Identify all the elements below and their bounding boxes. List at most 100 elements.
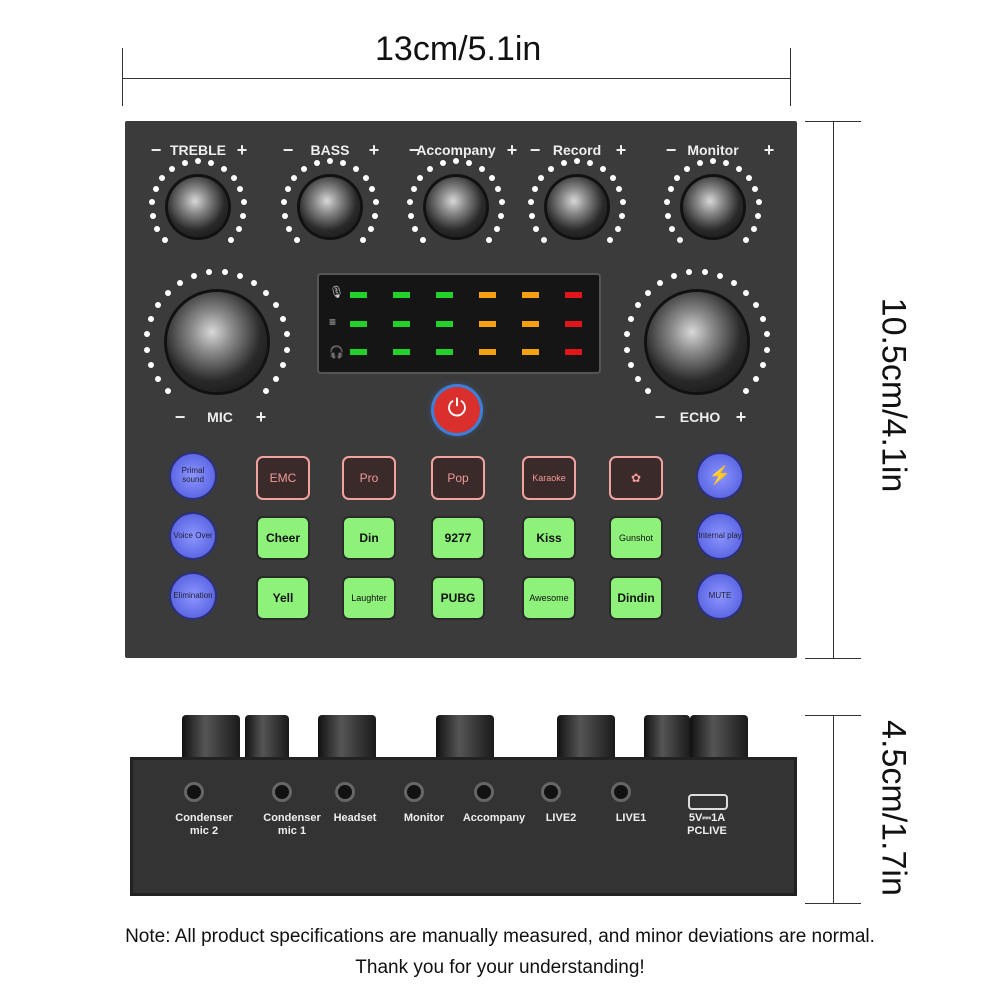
knob-level-dot — [291, 174, 298, 181]
knob-level-dot — [752, 186, 759, 193]
knob-level-dot — [644, 289, 651, 296]
knob-level-dot — [574, 158, 580, 164]
mode-button[interactable]: MUTE — [698, 574, 742, 618]
knob-level-dot — [427, 165, 434, 172]
effect-button-dindin[interactable]: Dindin — [609, 576, 663, 620]
usb-port — [688, 794, 728, 810]
knob-level-dot — [684, 165, 691, 172]
effect-button-pop[interactable]: Pop — [431, 456, 485, 500]
knob-record[interactable] — [547, 177, 607, 237]
knob-side — [318, 715, 376, 760]
port-label: Condenser — [175, 812, 233, 824]
knob-level-dot — [144, 331, 151, 338]
dimension-tick — [790, 48, 791, 106]
plus-sign: + — [506, 140, 518, 160]
knob-level-dot — [619, 212, 626, 219]
effect-button-[interactable]: ✿ — [609, 456, 663, 500]
port-label: mic 1 — [277, 825, 307, 837]
mode-button[interactable]: Internal play — [698, 514, 742, 558]
effect-button-9277[interactable]: 9277 — [431, 516, 485, 560]
knob-label: TREBLE — [170, 142, 226, 158]
knob-level-dot — [340, 159, 347, 166]
effect-button-pro[interactable]: Pro — [342, 456, 396, 500]
effect-button-cheer[interactable]: Cheer — [256, 516, 310, 560]
knob-level-dot — [237, 186, 244, 193]
effect-button-laughter[interactable]: Laughter — [342, 576, 396, 620]
knob-level-dot — [560, 159, 567, 166]
knob-level-dot — [263, 289, 270, 296]
knob-level-dot — [237, 272, 244, 279]
effect-button-emc[interactable]: EMC — [256, 456, 310, 500]
knob-level-dot — [528, 199, 535, 206]
level-meter-segment — [565, 349, 582, 355]
level-meter-segment — [522, 349, 539, 355]
knob-label: MIC — [207, 409, 233, 425]
knob-level-dot — [220, 165, 227, 172]
knob-level-dot — [159, 174, 166, 181]
knob-level-dot — [528, 212, 535, 219]
effect-button-gunshot[interactable]: Gunshot — [609, 516, 663, 560]
knob-level-dot — [176, 279, 183, 286]
audio-jack — [184, 782, 204, 802]
knob-level-dot — [147, 362, 154, 369]
effect-button-yell[interactable]: Yell — [256, 576, 310, 620]
knob-level-dot — [493, 225, 500, 232]
knob-level-dot — [164, 289, 171, 296]
knob-level-dot — [313, 159, 320, 166]
port-label: LIVE1 — [615, 812, 647, 824]
knob-level-dot — [164, 388, 171, 395]
audio-jack — [541, 782, 561, 802]
knob-level-dot — [674, 174, 681, 181]
knob-level-dot — [743, 388, 750, 395]
port-label: 5V⎓1A — [688, 812, 726, 824]
knob-level-dot — [686, 269, 693, 276]
knob-monitor[interactable] — [683, 177, 743, 237]
audio-jack — [611, 782, 631, 802]
effect-button-karaoke[interactable]: Karaoke — [522, 456, 576, 500]
knob-level-dot — [644, 388, 651, 395]
depth-label: 4.5cm/1.7in — [874, 720, 913, 896]
knob-treble[interactable] — [168, 177, 228, 237]
mode-button[interactable]: Elimination — [171, 574, 215, 618]
knob-mic[interactable] — [167, 292, 267, 392]
effect-button-pubg[interactable]: PUBG — [431, 576, 485, 620]
port-label: PCLIVE — [687, 825, 727, 837]
minus-sign: − — [529, 140, 541, 160]
knob-level-dot — [670, 272, 677, 279]
knob-level-dot — [624, 346, 631, 353]
knob-level-dot — [750, 225, 757, 232]
knob-level-dot — [667, 186, 674, 193]
knob-level-dot — [190, 272, 197, 279]
headphone-icon: 🎧 — [329, 345, 344, 359]
knob-level-dot — [407, 199, 414, 206]
audio-jack — [272, 782, 292, 802]
mode-button[interactable]: Voice Over — [171, 514, 215, 558]
level-meter-segment — [393, 321, 410, 327]
mode-button[interactable]: Primal sound — [171, 454, 215, 498]
knob-level-dot — [147, 315, 154, 322]
knob-label: Monitor — [687, 142, 739, 158]
minus-sign: − — [282, 140, 294, 160]
effect-button-awesome[interactable]: Awesome — [522, 576, 576, 620]
knob-accompany[interactable] — [426, 177, 486, 237]
effect-button-din[interactable]: Din — [342, 516, 396, 560]
sound-card-side-panel — [130, 757, 797, 896]
knob-level-dot — [301, 165, 308, 172]
power-button[interactable]: ⏻ — [434, 387, 480, 433]
level-meter-segment — [565, 321, 582, 327]
note-line-1: Note: All product specifications are man… — [125, 926, 875, 947]
knob-level-dot — [619, 199, 626, 206]
knob-level-dot — [407, 212, 414, 219]
knob-bass[interactable] — [300, 177, 360, 237]
effect-button-kiss[interactable]: Kiss — [522, 516, 576, 560]
knob-level-dot — [677, 236, 684, 243]
mode-button[interactable]: ⚡ — [698, 454, 742, 498]
knob-level-dot — [587, 159, 594, 166]
knob-level-dot — [664, 199, 671, 206]
note-line-2: Thank you for your understanding! — [355, 957, 645, 978]
knob-side — [690, 715, 748, 760]
knob-echo[interactable] — [647, 292, 747, 392]
knob-level-dot — [664, 212, 671, 219]
level-meter-segment — [393, 292, 410, 298]
